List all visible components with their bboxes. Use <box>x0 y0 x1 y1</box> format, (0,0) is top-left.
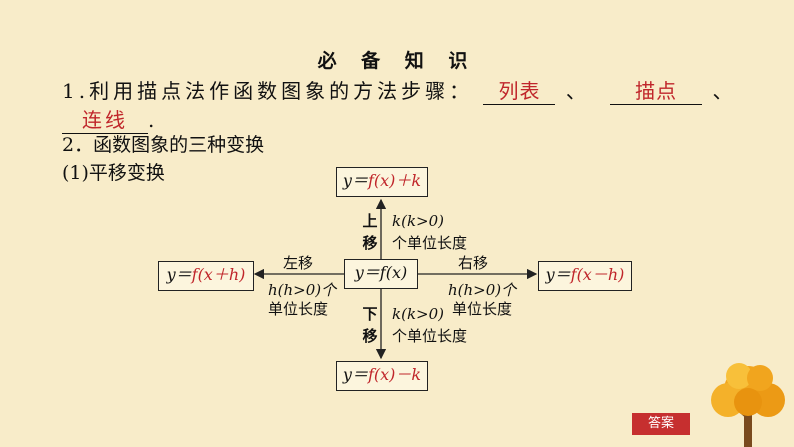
right-unit: 单位长度 <box>452 300 513 318</box>
left-shift-label: 左移 <box>283 254 314 272</box>
bottom-box-expression: f(x)－k <box>367 365 422 384</box>
question-1: 1.利用描点法作函数图象的方法步骤： 列表 、 描点 、 <box>62 75 737 105</box>
subheading-translation: (1)平移变换 <box>62 162 165 184</box>
answer-blank-2: 描点 <box>610 75 703 105</box>
question-1-end: . <box>148 108 155 132</box>
answer-blank-1: 列表 <box>483 75 556 105</box>
right-shift-label: 右移 <box>458 254 489 272</box>
down-label-char-1: 下 <box>362 305 378 323</box>
top-box-prefix: y＝ <box>342 171 368 190</box>
center-formula: y＝f(x) <box>354 263 408 282</box>
left-box-prefix: y＝ <box>166 265 192 284</box>
left-box: y＝f(x＋h) <box>158 261 254 291</box>
right-box-prefix: y＝ <box>545 265 571 284</box>
separator-2: 、 <box>712 79 737 103</box>
section-heading: 必 备 知 识 <box>317 50 477 72</box>
up-unit: 个单位长度 <box>392 234 468 252</box>
autumn-tree-icon <box>711 363 785 447</box>
right-box-expression: f(x－h) <box>570 265 625 284</box>
bottom-box-prefix: y＝ <box>342 365 368 384</box>
up-condition: k(k>0) <box>392 212 444 230</box>
center-box: y＝f(x) <box>344 259 418 289</box>
bottom-box: y＝f(x)－k <box>336 361 428 391</box>
left-box-expression: f(x＋h) <box>191 265 246 284</box>
question-1-text: 1.利用描点法作函数图象的方法步骤： <box>62 79 474 103</box>
right-condition: h(h>0)个 <box>448 281 517 299</box>
right-box: y＝f(x－h) <box>538 261 632 291</box>
down-condition: k(k>0) <box>392 305 444 323</box>
up-label-char-1: 上 <box>362 212 378 230</box>
top-box-expression: f(x)＋k <box>367 171 422 190</box>
separator-1: 、 <box>565 79 590 103</box>
left-condition: h(h>0)个 <box>268 281 337 299</box>
down-label-char-2: 移 <box>362 327 378 345</box>
down-unit: 个单位长度 <box>392 327 468 345</box>
answer-button[interactable]: 答案 <box>632 413 690 435</box>
answer-blank-3: 连线 <box>62 104 148 134</box>
question-1-continued: 连线. <box>62 104 154 134</box>
top-box: y＝f(x)＋k <box>336 167 428 197</box>
left-unit: 单位长度 <box>268 300 329 318</box>
question-2: 2．函数图象的三种变换 <box>62 134 265 156</box>
up-label-char-2: 移 <box>362 234 378 252</box>
